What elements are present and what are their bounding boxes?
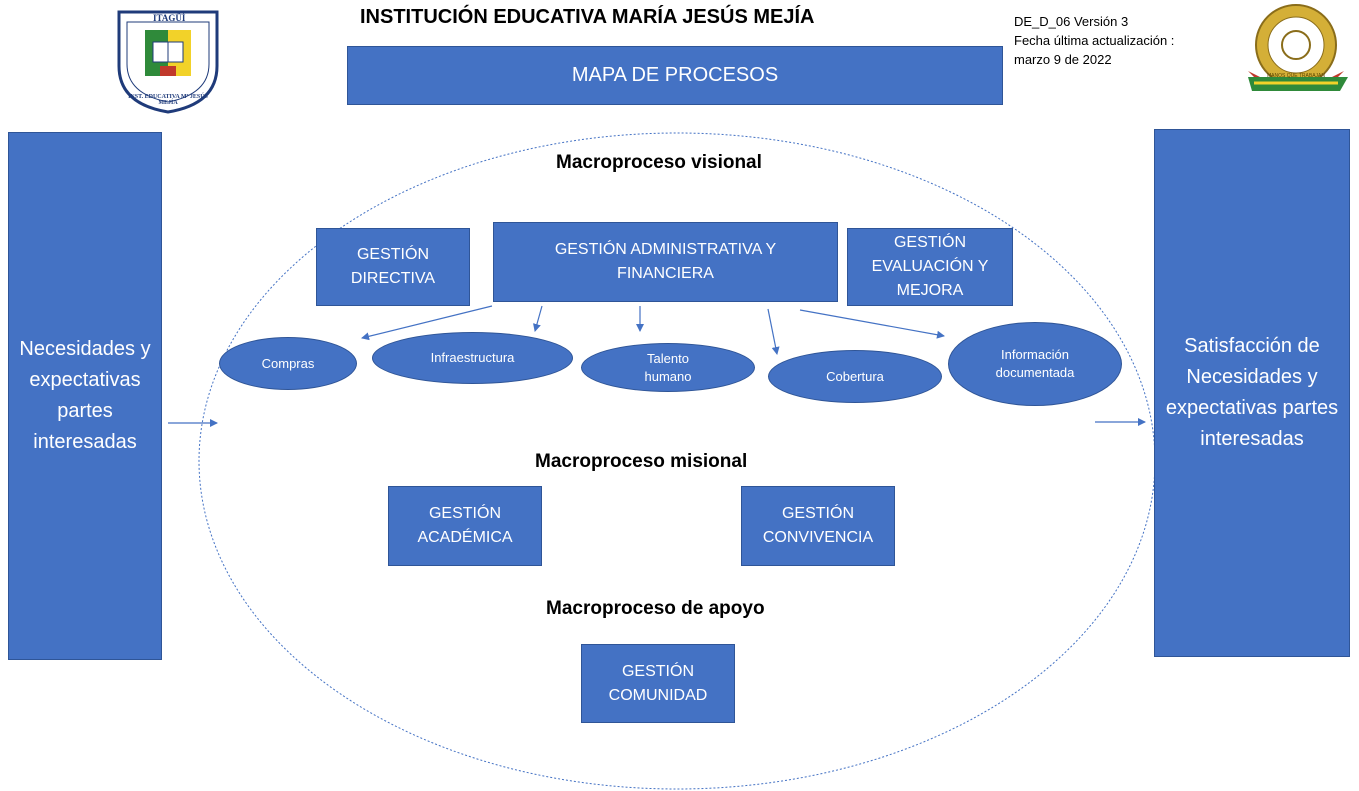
gestion-administrativa-box: GESTIÓN ADMINISTRATIVA Y FINANCIERA (493, 222, 838, 302)
document-info: DE_D_06 Versión 3 Fecha última actualiza… (1014, 12, 1174, 69)
gestion-comunidad-box: GESTIÓN COMUNIDAD (581, 644, 735, 723)
subprocess-informacion: Información documentada (948, 322, 1122, 406)
arrow-to-informacion (799, 309, 945, 339)
output-satisfaction-label: Satisfacción de Necesidades y expectativ… (1165, 335, 1339, 450)
arrow-to-compras (361, 305, 493, 341)
subprocess-infraestructura: Infraestructura (372, 332, 573, 384)
institution-title: INSTITUCIÓN EDUCATIVA MARÍA JESÚS MEJÍA (360, 6, 815, 28)
subprocess-talento-label: Talento humano (644, 350, 692, 384)
gestion-convivencia-box: GESTIÓN CONVIVENCIA (741, 486, 895, 566)
gestion-academica-box: GESTIÓN ACADÉMICA (388, 486, 542, 566)
arrow-to-infraestructura (533, 305, 543, 332)
subprocess-talento: Talento humano (581, 343, 755, 392)
input-needs-box: Necesidades y expectativas partes intere… (8, 132, 162, 660)
macro-misional-label: Macroproceso misional (535, 451, 748, 472)
gestion-administrativa-label: GESTIÓN ADMINISTRATIVA Y FINANCIERA (554, 241, 777, 282)
shield-top-text: ITAGÜÍ (153, 13, 186, 23)
updated-label: Fecha última actualización : (1014, 33, 1175, 48)
macro-visional-label: Macroproceso visional (556, 152, 762, 173)
gestion-evaluacion-label: GESTIÓN EVALUACIÓN Y MEJORA (871, 234, 989, 299)
subprocess-compras: Compras (219, 337, 357, 390)
input-needs-label: Necesidades y expectativas partes intere… (19, 338, 151, 453)
quality-seal-logo: MANOS QUE TRABAJAN (1244, 1, 1348, 101)
subprocess-cobertura-label: Cobertura (826, 368, 884, 384)
gestion-evaluacion-box: GESTIÓN EVALUACIÓN Y MEJORA (847, 228, 1013, 306)
output-satisfaction-box: Satisfacción de Necesidades y expectativ… (1154, 129, 1350, 657)
gestion-academica-label: GESTIÓN ACADÉMICA (417, 505, 513, 546)
subprocess-informacion-label: Información documentada (995, 347, 1075, 380)
gestion-convivencia-label: GESTIÓN CONVIVENCIA (762, 505, 874, 546)
gestion-directiva-label: GESTIÓN DIRECTIVA (350, 246, 436, 287)
updated-date: marzo 9 de 2022 (1014, 52, 1112, 67)
macro-apoyo-label: Macroproceso de apoyo (546, 598, 765, 619)
map-title: MAPA DE PROCESOS (571, 64, 779, 86)
institution-shield-logo: ITAGÜÍ INST. EDUCATIVA Mª JESÚS MEJÍA (113, 8, 223, 116)
arrow-to-cobertura (767, 308, 780, 355)
subprocess-infraestructura-label: Infraestructura (430, 350, 515, 365)
seal-ribbon-text: MANOS QUE TRABAJAN (1267, 73, 1325, 79)
doc-code: DE_D_06 Versión 3 (1014, 14, 1129, 29)
subprocess-compras-label: Compras (261, 355, 315, 371)
map-title-box: MAPA DE PROCESOS (347, 46, 1003, 105)
gestion-comunidad-label: GESTIÓN COMUNIDAD (608, 662, 708, 704)
gestion-directiva-box: GESTIÓN DIRECTIVA (316, 228, 470, 306)
subprocess-cobertura: Cobertura (768, 350, 942, 403)
shield-ring-text: INST. EDUCATIVA Mª JESÚS MEJÍA (128, 94, 208, 106)
